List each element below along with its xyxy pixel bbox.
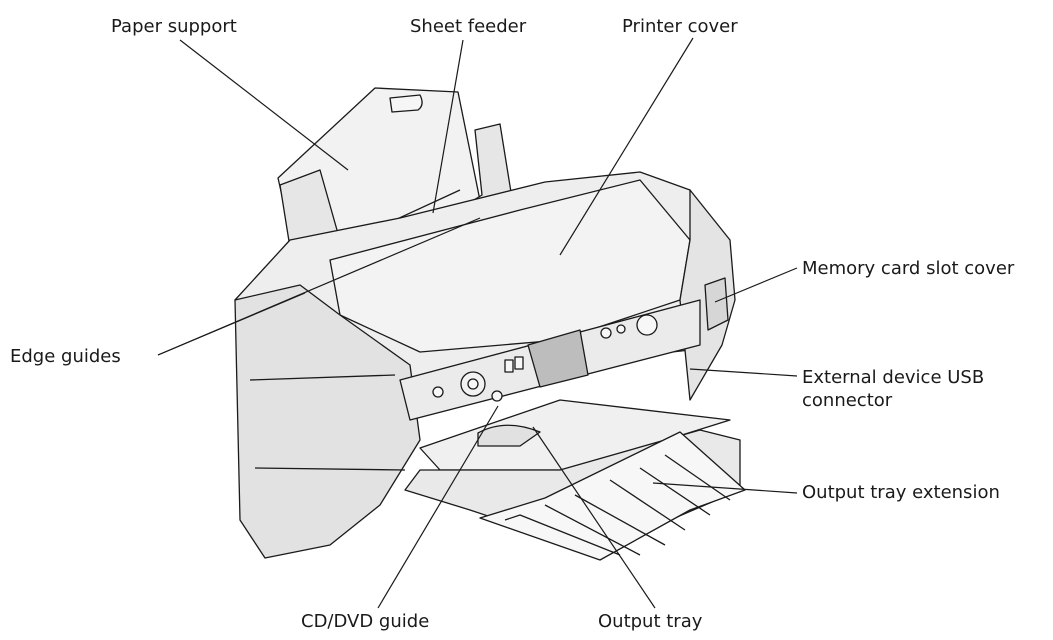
label-output-tray-extension: Output tray extension	[802, 482, 1000, 503]
label-edge-guides: Edge guides	[10, 346, 121, 367]
printer-illustration	[234, 87, 746, 561]
leader-lines	[157, 37, 798, 609]
label-external-usb-line1: External device USB	[802, 367, 985, 388]
label-memory-card-slot-cover: Memory card slot cover	[802, 258, 1015, 279]
label-output-tray: Output tray	[598, 611, 703, 632]
printer-left-side	[234, 284, 421, 559]
cd-dvd-guide-part	[477, 424, 541, 447]
lcd-screen	[527, 329, 589, 388]
label-cd-dvd-guide: CD/DVD guide	[301, 611, 430, 632]
memory-card-slot-cover-part	[704, 277, 729, 331]
label-printer-cover: Printer cover	[622, 16, 738, 37]
label-paper-support: Paper support	[111, 16, 237, 37]
label-external-usb-connector: External device USB connector	[802, 366, 984, 412]
label-sheet-feeder: Sheet feeder	[410, 16, 527, 37]
label-external-usb-line2: connector	[802, 390, 893, 411]
